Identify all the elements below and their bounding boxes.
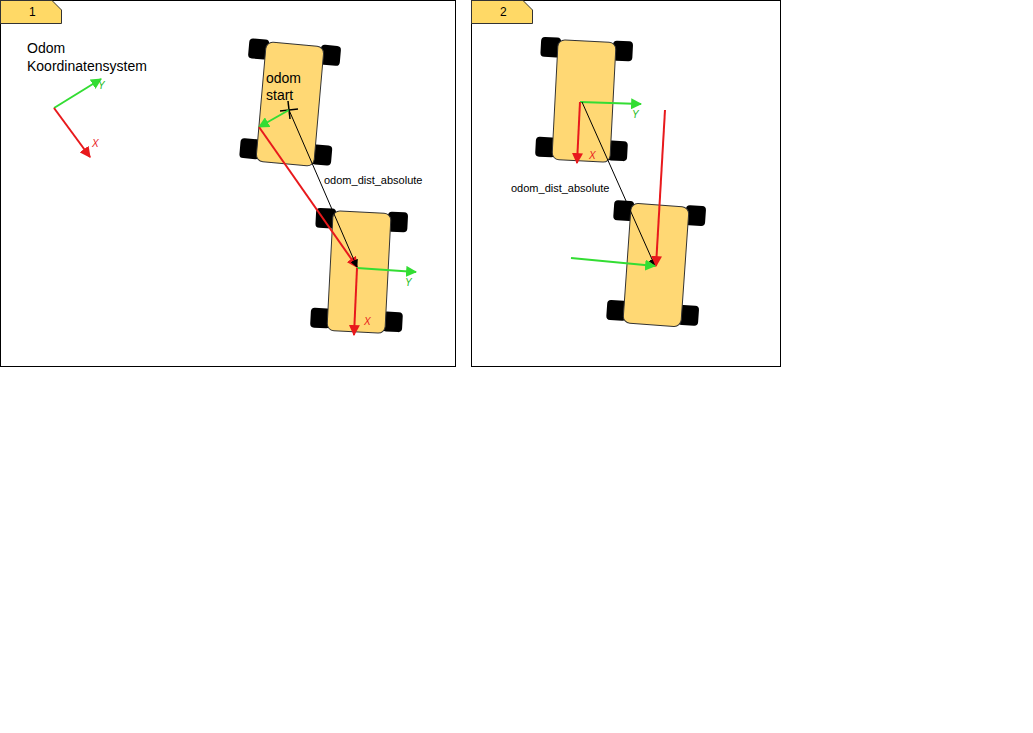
distance-line [289,110,357,267]
panel-number: 2 [500,5,507,19]
x-axis [259,127,357,267]
y-axis [259,110,289,127]
panel-tab: 1 [0,0,62,24]
x-axis [54,108,90,157]
axis-label: Y [405,277,412,289]
x-axis [354,268,357,335]
axis-label: X [92,138,99,150]
car [535,37,633,164]
panel-number: 1 [29,5,36,19]
axis-label: X [364,316,371,328]
distance-label: odom_dist_absolute [510,182,610,195]
car [239,38,341,168]
start-label: odom start [266,70,310,104]
panel-frame [1,1,456,367]
y-axis [54,79,101,108]
x-axis [656,110,665,266]
axis-label: Y [98,80,105,92]
axis-label: X [589,150,596,162]
distance-label: odom_dist_absolute [323,174,423,187]
axis-label: Y [632,109,639,121]
panel-tab: 2 [471,0,533,24]
panel-frame [472,1,781,367]
y-axis [357,268,416,272]
frame-title: Odom Koordinatensystem [27,39,162,75]
y-axis [580,102,641,104]
x-axis [577,102,580,163]
y-axis [571,258,655,266]
